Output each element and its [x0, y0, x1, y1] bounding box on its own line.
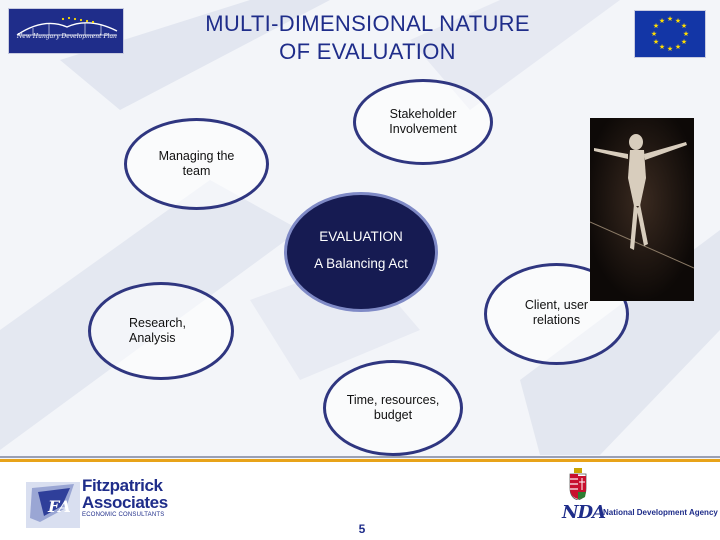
- fitzpatrick-associates-logo-icon: FA: [26, 482, 80, 528]
- svg-text:★: ★: [675, 43, 681, 51]
- tightrope-walker-image: [590, 118, 694, 301]
- svg-text:★: ★: [683, 30, 689, 38]
- svg-text:★: ★: [681, 38, 687, 46]
- page-title: MULTI-DIMENSIONAL NATURE OF EVALUATION: [175, 10, 560, 66]
- evaluation-center-node: EVALUATION A Balancing Act: [284, 192, 438, 312]
- managing-team-node: Managing the team: [124, 118, 269, 210]
- svg-text:★: ★: [653, 38, 659, 46]
- page-number: 5: [358, 522, 366, 536]
- node-label-line: Involvement: [389, 122, 457, 136]
- node-label-line: team: [182, 164, 211, 178]
- footer-band: [0, 462, 720, 540]
- footer-divider-grey: [0, 456, 720, 458]
- eu-flag-icon: ★★★ ★★★ ★★★ ★★★: [651, 15, 689, 53]
- svg-text:★: ★: [667, 45, 673, 53]
- agency-name: National Development Agency: [603, 508, 718, 517]
- time-resources-budget-node: Time, resources, budget: [323, 360, 463, 456]
- svg-text:★: ★: [659, 43, 665, 51]
- stakeholder-involvement-node: Stakeholder Involvement: [353, 79, 493, 165]
- center-subtitle: A Balancing Act: [314, 256, 408, 271]
- footer-divider-orange: [0, 459, 720, 462]
- svg-text:★: ★: [651, 30, 657, 38]
- node-label-line: Client, user: [524, 298, 589, 312]
- svg-text:★: ★: [675, 17, 681, 25]
- node-label-line: Analysis: [129, 331, 176, 345]
- node-label-line: Research,: [129, 316, 186, 330]
- agency-logo-letters: NDA: [562, 502, 606, 523]
- title-line-2: OF EVALUATION: [279, 39, 456, 64]
- svg-text:FA: FA: [47, 497, 71, 516]
- svg-text:★: ★: [667, 15, 673, 23]
- eu-flag: ★★★ ★★★ ★★★ ★★★: [634, 10, 706, 58]
- svg-text:★: ★: [681, 22, 687, 30]
- node-label-line: Managing the: [158, 149, 235, 163]
- research-analysis-node: Research, Analysis: [88, 282, 234, 380]
- node-label-line: Stakeholder: [389, 107, 457, 121]
- center-title: EVALUATION: [319, 229, 403, 244]
- company-name-line-1: Fitzpatrick: [82, 476, 163, 495]
- node-label-line: budget: [373, 408, 413, 422]
- node-label-line: relations: [532, 313, 581, 327]
- company-name-line-2: Associates: [82, 493, 168, 512]
- company-name: Fitzpatrick Associates: [82, 477, 168, 511]
- logo-script-text: New Hungary Development Plan: [17, 33, 117, 40]
- svg-text:★: ★: [659, 17, 665, 25]
- new-hungary-plan-logo: New Hungary Development Plan: [8, 8, 124, 54]
- company-tagline: ECONOMIC CONSULTANTS: [82, 512, 165, 518]
- title-line-1: MULTI-DIMENSIONAL NATURE: [205, 11, 530, 36]
- svg-text:★: ★: [653, 22, 659, 30]
- hungarian-crest-icon: [569, 468, 587, 500]
- node-label-line: Time, resources,: [346, 393, 440, 407]
- bridge-icon: [16, 16, 118, 36]
